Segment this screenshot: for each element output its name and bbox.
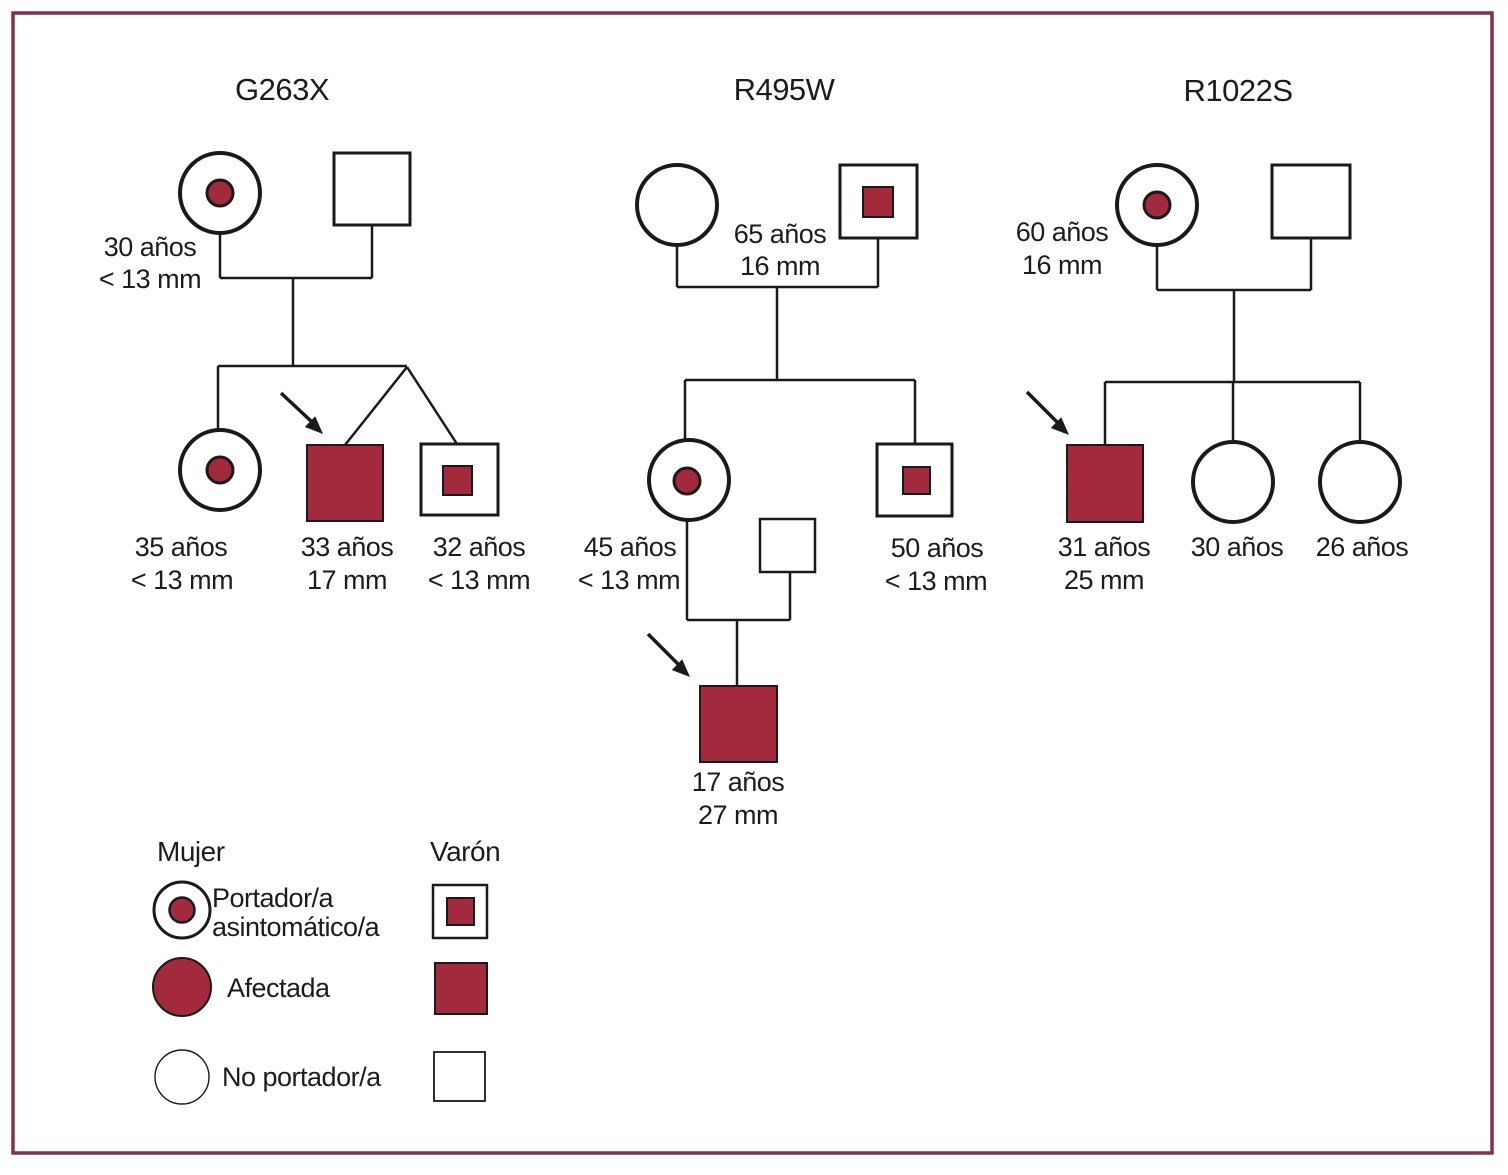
size-label: 27 mm <box>698 800 778 830</box>
symbol-unaffected-male <box>332 151 412 227</box>
symbol-affected-male <box>306 444 384 522</box>
symbol-unaffected-male <box>758 517 817 574</box>
age-label: 32 años <box>433 532 526 562</box>
legend-carrier-inner-square <box>446 897 475 926</box>
legend-noncarrier-male-symbol <box>433 1051 486 1102</box>
symbol-affected-male <box>1066 444 1144 523</box>
legend-carrier-dot <box>168 896 196 924</box>
legend-male-header: Varón <box>430 836 500 867</box>
legend-carrier-male-symbol <box>431 883 489 940</box>
age-label: 17 años <box>692 767 785 797</box>
carrier-dot <box>205 178 235 208</box>
age-label: 60 años <box>1016 217 1109 247</box>
size-label: 16 mm <box>740 251 820 281</box>
size-label: 17 mm <box>307 565 387 595</box>
carrier-inner-square <box>862 186 894 218</box>
legend-label: asintomático/a <box>212 912 381 942</box>
symbol-carrier-female <box>178 151 262 235</box>
age-label: 30 años <box>1191 532 1284 562</box>
carrier-inner-square <box>902 466 931 495</box>
twin-line <box>405 366 459 445</box>
symbol-unaffected-male <box>1270 163 1352 240</box>
figure-border <box>11 11 1494 1155</box>
symbol-carrier-male <box>875 442 954 518</box>
symbol-unaffected-female <box>635 163 719 247</box>
size-label: < 13 mm <box>885 566 987 596</box>
age-label: 33 años <box>301 532 394 562</box>
symbol-carrier-female <box>178 428 262 512</box>
carrier-dot <box>672 466 702 496</box>
carrier-dot <box>1142 190 1172 220</box>
symbol-carrier-male <box>419 442 500 517</box>
symbol-unaffected-female <box>1191 440 1275 524</box>
legend-label: Afectada <box>227 973 331 1003</box>
proband-arrowhead <box>1050 417 1069 435</box>
legend-carrier-female-symbol <box>152 880 212 940</box>
symbol-carrier-female <box>1115 163 1199 247</box>
size-label: < 13 mm <box>578 565 680 595</box>
size-label: 25 mm <box>1064 565 1144 595</box>
proband-arrowhead <box>671 659 690 677</box>
pedigree-r495w: R495W 65 años 16 mm 45 años <box>578 72 988 830</box>
proband-arrow <box>279 391 314 424</box>
legend: Mujer Varón Portador/a asintomático/a Af… <box>152 836 501 1105</box>
age-label: 31 años <box>1058 532 1151 562</box>
symbol-affected-male <box>699 685 778 763</box>
symbol-carrier-male <box>838 163 919 240</box>
carrier-inner-square <box>442 465 473 496</box>
legend-noncarrier-female-symbol <box>154 1049 210 1105</box>
age-label: 30 años <box>104 232 197 262</box>
legend-label: No portador/a <box>222 1062 382 1092</box>
pedigree-title: G263X <box>235 72 330 107</box>
age-label: 26 años <box>1316 532 1409 562</box>
proband-arrow <box>1025 390 1060 425</box>
carrier-dot <box>205 455 235 485</box>
legend-affected-male-symbol <box>434 962 488 1015</box>
size-label: < 13 mm <box>99 264 201 294</box>
legend-label: Portador/a <box>212 883 335 913</box>
pedigree-title: R495W <box>734 72 836 107</box>
age-label: 35 años <box>135 532 228 562</box>
twin-line <box>344 366 408 446</box>
size-label: 16 mm <box>1022 250 1102 280</box>
proband-arrow <box>646 632 681 667</box>
size-label: < 13 mm <box>428 565 530 595</box>
size-label: < 13 mm <box>131 565 233 595</box>
age-label: 50 años <box>891 533 984 563</box>
pedigree-g263x: G263X 30 años < 13 mm 35 años < 13 mm 33… <box>99 72 531 595</box>
proband-arrowhead <box>304 416 323 434</box>
legend-affected-female-symbol <box>152 957 212 1017</box>
symbol-unaffected-female <box>1318 440 1402 524</box>
legend-female-header: Mujer <box>157 836 225 867</box>
pedigree-title: R1022S <box>1183 73 1292 108</box>
symbol-carrier-female <box>647 438 731 522</box>
age-label: 45 años <box>584 532 677 562</box>
age-label: 65 años <box>734 219 827 249</box>
pedigree-r1022s: R1022S 60 años 16 mm 31 años 25 mm 30 añ… <box>1016 73 1409 595</box>
